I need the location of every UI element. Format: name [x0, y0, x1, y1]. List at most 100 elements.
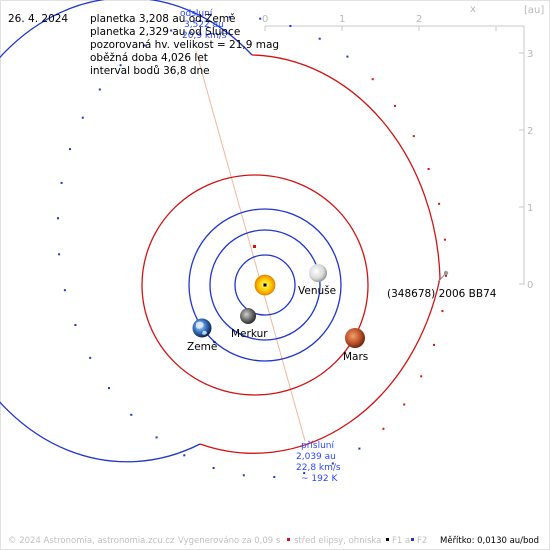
orbit-point: [273, 476, 276, 478]
y-tick-label: 0: [527, 280, 533, 291]
focus-marker: [263, 283, 267, 287]
orbit-point: [303, 472, 306, 475]
mercury-orbit: [234, 254, 296, 316]
f2-legend-icon: [411, 538, 414, 541]
axes: 0 1 2 x [au] 3 2 1 0: [262, 4, 544, 291]
f1-legend-icon: [386, 538, 389, 541]
orbit-point: [382, 427, 385, 430]
f2-legend: F2: [417, 536, 427, 546]
orbit-point: [403, 403, 406, 406]
orbit-point: [81, 116, 84, 119]
info-period: oběžná doba 4,026 let: [90, 52, 208, 64]
perihelion-info: přísluní 2,039 au 22,8 km/s ~ 192 K: [296, 441, 341, 484]
orbit-point: [212, 467, 215, 469]
orbit-point: [420, 375, 423, 378]
info-distance-earth: planetka 3,208 au od Země: [90, 13, 236, 25]
mercury-icon: [240, 308, 256, 324]
orbit-point: [198, 19, 201, 22]
scale-label: Měřítko: 0,0130 au/bod: [440, 536, 539, 546]
orbit-point: [98, 88, 101, 91]
orbit-point: [74, 324, 77, 326]
venus-orbit: [209, 229, 321, 341]
orbit-point: [289, 25, 292, 27]
earth-icon: [192, 318, 212, 338]
orbit-point: [228, 16, 231, 18]
orbit-point: [259, 17, 262, 20]
y-tick-label: 2: [527, 126, 533, 137]
unit-label: [au]: [524, 5, 544, 16]
asteroid-orbit-near: [199, 54, 441, 454]
x-axis-label: x: [470, 4, 476, 15]
sun[interactable]: [254, 274, 276, 296]
asteroid-orbit-far: [0, 0, 253, 463]
apsides-line: [195, 50, 306, 442]
orbit-point: [443, 238, 446, 241]
info-magnitude: pozorovaná hv. velikost = 21,9 mag: [90, 39, 279, 51]
mercury-label: Merkur: [231, 328, 268, 340]
orbit-point: [183, 454, 186, 457]
center-legend: střed elipsy, ohniska: [294, 536, 381, 546]
mars[interactable]: Mars: [343, 328, 368, 363]
orbit-point: [89, 356, 92, 359]
earth-clouds: [196, 321, 207, 335]
date-label: 26. 4. 2024: [8, 13, 68, 25]
mars-label: Mars: [343, 351, 368, 363]
center-legend-icon: [287, 538, 290, 541]
mercury[interactable]: Merkur: [231, 308, 268, 340]
orbit-point: [433, 343, 435, 346]
orbit-point: [331, 462, 334, 465]
generated-time: Vygenerováno za 0,09 s: [178, 536, 281, 546]
earth[interactable]: Země: [187, 318, 217, 354]
footer: © 2024 Astronomia, astronomia.zcu.cz Vyg…: [8, 536, 539, 546]
copyright-text: © 2024 Astronomia, astronomia.zcu.cz: [8, 536, 175, 546]
venus-label: Venuše: [298, 285, 336, 297]
aphelion-title: odsluní: [180, 9, 213, 19]
x-tick-label: 2: [416, 14, 422, 25]
orbit-point: [394, 104, 396, 107]
aphelion-info: odsluní 3,522 au 20,9 km/s: [180, 9, 227, 41]
orbit-point: [130, 413, 133, 416]
info-distance-sun: planetka 2,329 au od Slunce: [90, 26, 240, 38]
y-tick-label: 3: [527, 49, 533, 60]
mars-icon: [345, 328, 365, 348]
orbit-point: [69, 148, 71, 151]
orbit-point: [371, 78, 374, 81]
earth-orbit: [188, 208, 342, 362]
orbit-point: [427, 168, 430, 170]
orbit-point: [358, 447, 361, 450]
orbit-point: [242, 474, 245, 477]
asteroid[interactable]: (348678) 2006 BB74: [387, 270, 497, 300]
info-interval: interval bodů 36,8 dne: [90, 65, 210, 77]
asteroid-label: (348678) 2006 BB74: [387, 288, 497, 300]
y-tick-label: 1: [527, 203, 533, 214]
x-tick-label: 0: [262, 14, 268, 25]
orbit-point: [170, 29, 173, 32]
orbit-point: [60, 181, 63, 184]
orbit-point: [346, 55, 349, 58]
mars-orbit: [141, 174, 369, 396]
orbit-point: [155, 436, 158, 439]
orbit-position-dots: [57, 16, 447, 478]
perihelion-speed: 22,8 km/s: [296, 463, 341, 473]
perihelion-distance: 2,039 au: [296, 452, 336, 462]
orbit-point: [438, 202, 441, 205]
orbit-point: [63, 289, 66, 292]
orbit-point: [318, 37, 321, 40]
orbit-point: [441, 310, 444, 313]
info-panel: 26. 4. 2024 planetka 3,208 au od Země pl…: [8, 13, 279, 77]
orbit-point: [445, 274, 447, 277]
venus-icon: [309, 264, 327, 282]
x-tick-label: 1: [339, 14, 345, 25]
orbit-point: [57, 217, 59, 220]
orbit-point: [108, 387, 110, 390]
venus[interactable]: Venuše: [298, 264, 336, 297]
orbit-point: [143, 44, 146, 47]
perihelion-temp: ~ 192 K: [301, 474, 338, 484]
orbit-point: [58, 253, 61, 256]
asteroid-icon: [443, 270, 449, 276]
earth-label: Země: [187, 341, 217, 353]
f1-legend: F1 a: [392, 536, 410, 546]
orbit-point: [412, 135, 415, 138]
